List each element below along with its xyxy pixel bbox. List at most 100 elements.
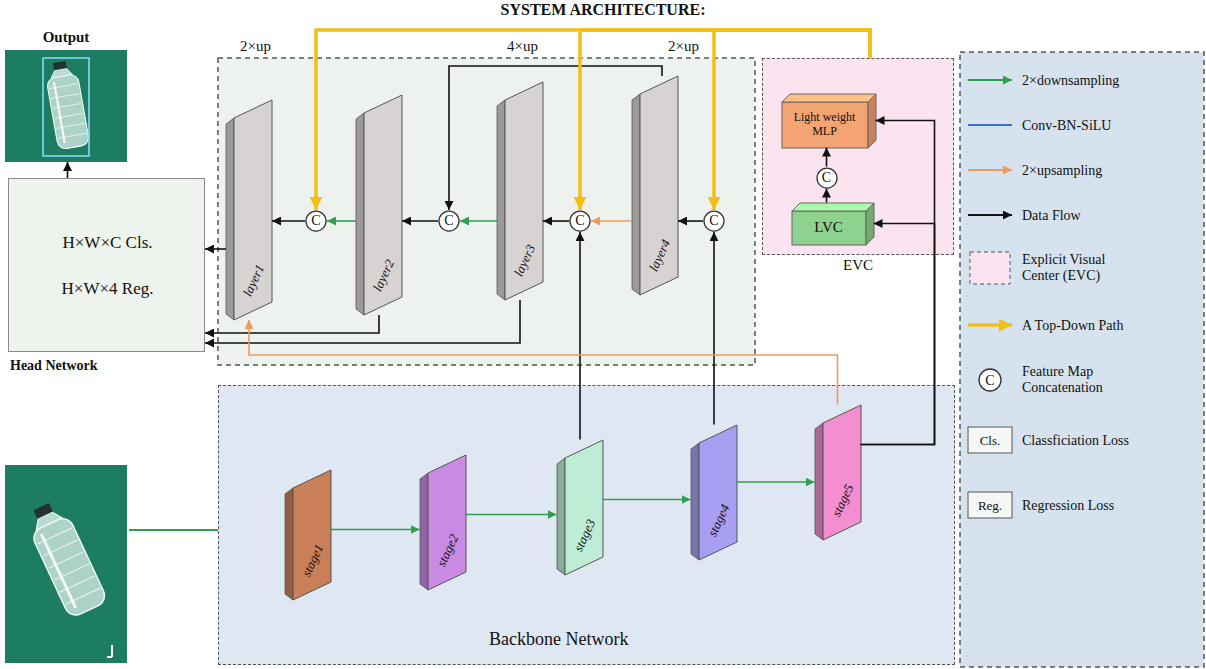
connector bbox=[402, 220, 438, 222]
legend-line-sample bbox=[968, 124, 1012, 126]
connector bbox=[460, 220, 497, 222]
text-holder: EVC bbox=[763, 256, 953, 274]
text-area: Output bbox=[5, 28, 127, 48]
slab-face bbox=[234, 100, 272, 320]
legend-text: 2×downsampling bbox=[1022, 73, 1130, 89]
text-area: C bbox=[703, 210, 725, 232]
connector bbox=[205, 315, 379, 333]
backbone-region: Backbone Networkstage1stage2stage3stage4… bbox=[218, 385, 955, 665]
slab-side bbox=[285, 488, 293, 600]
legend-text: Regression Loss bbox=[1022, 498, 1130, 514]
connector bbox=[272, 220, 305, 222]
stage-slab: stage2 bbox=[420, 455, 466, 590]
text-area: C bbox=[305, 210, 327, 232]
slab-side bbox=[557, 458, 565, 575]
slab-face bbox=[428, 455, 466, 590]
title-holder: SYSTEM ARCHITECTURE: bbox=[0, 1, 1206, 19]
slab-face bbox=[505, 82, 543, 300]
slab-shape bbox=[557, 440, 603, 575]
connector bbox=[678, 220, 703, 222]
node-text: C bbox=[444, 213, 453, 229]
connector bbox=[861, 224, 935, 445]
node-text: C bbox=[575, 213, 584, 229]
connector bbox=[543, 220, 569, 222]
text-area bbox=[557, 440, 603, 575]
label-text: 2×up bbox=[668, 38, 699, 55]
label-text: Reg. bbox=[978, 499, 1002, 514]
slab-shape bbox=[420, 455, 466, 590]
connector bbox=[205, 300, 520, 343]
node-text: LVC bbox=[814, 219, 843, 236]
slab-side bbox=[691, 443, 699, 560]
stage-slab: stage5 bbox=[815, 405, 861, 540]
connector bbox=[603, 499, 691, 501]
label-holder: 4×up bbox=[507, 37, 538, 55]
layer-slab: layer1 bbox=[226, 100, 272, 320]
connector bbox=[316, 30, 870, 210]
connector bbox=[580, 30, 870, 210]
label-text: 2×up bbox=[240, 38, 271, 55]
legend-text: A Top-Down Path bbox=[1022, 318, 1130, 334]
bottle-picture bbox=[22, 498, 108, 619]
layer-slab: layer4 bbox=[632, 76, 678, 295]
connector bbox=[327, 220, 356, 222]
label-text: Cls. bbox=[980, 434, 1001, 449]
cube-top bbox=[792, 203, 874, 211]
node-text: C bbox=[311, 213, 320, 229]
circle-outline bbox=[439, 211, 459, 231]
legend-panel bbox=[960, 52, 1204, 667]
cube-front bbox=[792, 211, 866, 245]
node-text: H×W×4 Reg. bbox=[62, 279, 154, 299]
text-area bbox=[285, 470, 331, 600]
legend-text: Feature Map Concatenation bbox=[1022, 364, 1130, 396]
connector bbox=[466, 514, 557, 516]
legend-entry: 2×upsampling bbox=[1022, 161, 1130, 179]
legend-box-sample bbox=[968, 427, 1012, 453]
label-holder: C bbox=[985, 371, 994, 389]
detection-box bbox=[43, 58, 89, 156]
label-text: 4×up bbox=[507, 38, 538, 55]
slab-side bbox=[356, 113, 364, 315]
label-holder: 2×up bbox=[668, 37, 699, 55]
node-text: EVC bbox=[843, 257, 873, 274]
connector bbox=[331, 529, 420, 531]
label-holder: 2×up bbox=[240, 37, 271, 55]
slab-side bbox=[226, 118, 234, 320]
legend-entry: Feature Map Concatenation bbox=[1022, 364, 1130, 396]
slab-face bbox=[823, 405, 861, 540]
slab-face bbox=[565, 440, 603, 575]
slab-side bbox=[420, 473, 428, 590]
node-text: C bbox=[709, 213, 718, 229]
cube-front bbox=[782, 102, 868, 148]
connector bbox=[826, 189, 828, 203]
legend-entry: Explicit Visual Center (EVC) bbox=[1022, 252, 1130, 284]
connector bbox=[249, 320, 838, 405]
legend-text: Classficiation Loss bbox=[1022, 433, 1130, 449]
diagram-title: SYSTEM ARCHITECTURE: bbox=[501, 1, 706, 19]
text-area: H×W×C Cls. H×W×4 Reg. bbox=[9, 179, 206, 353]
label-text: C bbox=[985, 373, 994, 389]
connector bbox=[737, 481, 815, 483]
slab-side bbox=[815, 423, 823, 540]
legend-entry: Classficiation Loss bbox=[1022, 431, 1130, 449]
slab-face bbox=[364, 95, 402, 315]
neck-region bbox=[218, 58, 755, 365]
legend-line-sample bbox=[968, 323, 1012, 327]
label-holder: Cls. bbox=[980, 431, 1001, 449]
node-text: Backbone Network bbox=[489, 629, 628, 650]
legend-line-sample bbox=[968, 169, 1012, 171]
text-area bbox=[420, 455, 466, 590]
mlp-block: Light weight MLP bbox=[782, 94, 876, 148]
text-holder: Backbone Network bbox=[489, 629, 628, 650]
circle-outline bbox=[704, 211, 724, 231]
slab-face bbox=[640, 76, 678, 295]
slab-shape bbox=[691, 425, 737, 560]
slab-face bbox=[293, 470, 331, 600]
label-holder: Reg. bbox=[978, 496, 1002, 514]
slab-side bbox=[497, 100, 505, 300]
legend-entry: Regression Loss bbox=[1022, 496, 1130, 514]
concat-circle: C bbox=[816, 167, 838, 189]
node-text: H×W×C Cls. bbox=[62, 233, 152, 253]
connector bbox=[861, 121, 935, 445]
